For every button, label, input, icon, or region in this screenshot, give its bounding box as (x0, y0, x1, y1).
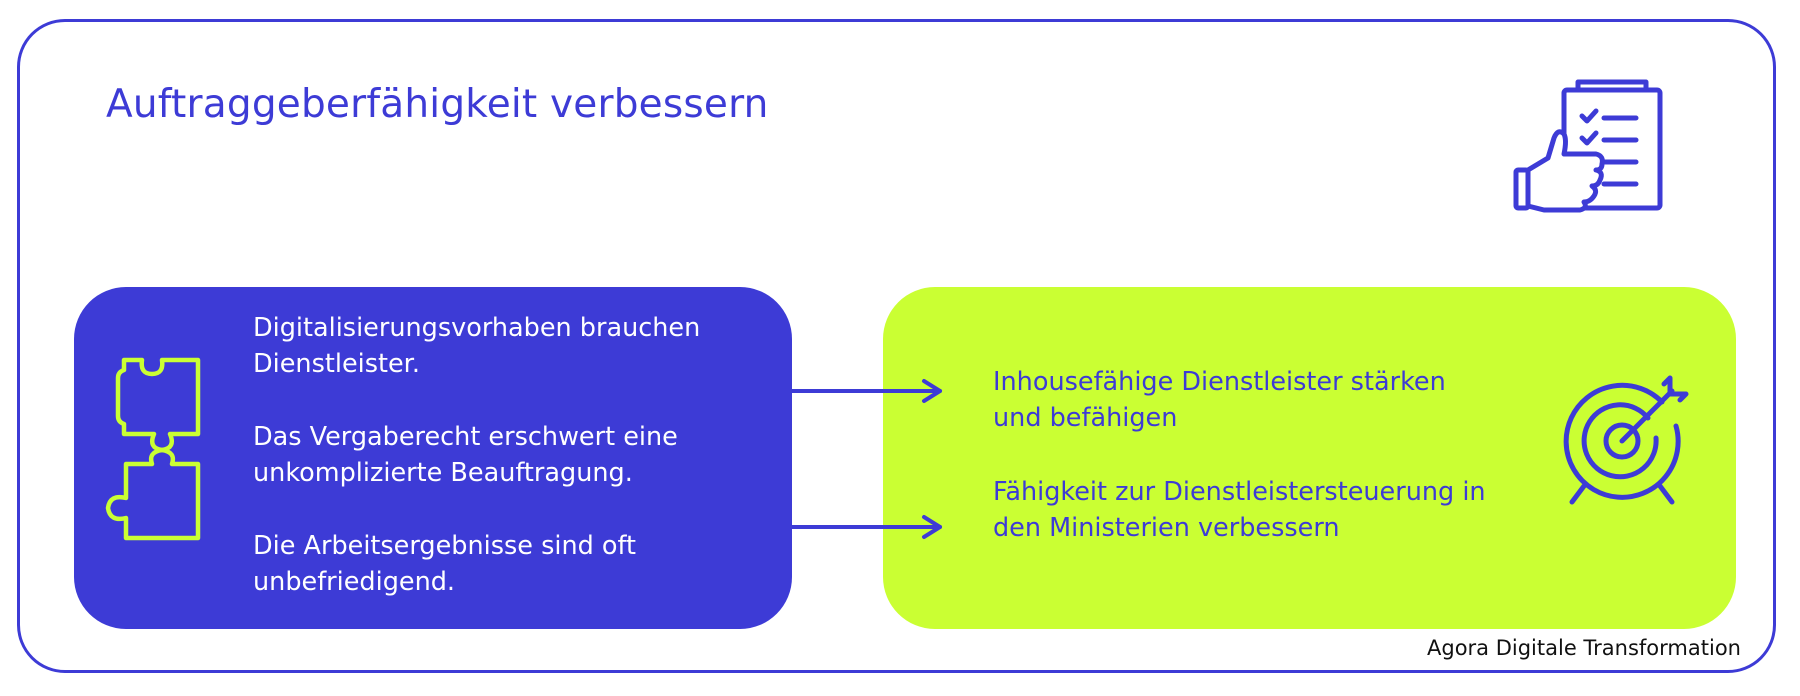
problem-line: Die Arbeitsergebnisse sind oft (253, 531, 637, 561)
problem-line: unkomplizierte Beauftragung. (253, 458, 633, 488)
target-arrow-icon (1563, 375, 1689, 505)
problem-panel (74, 287, 792, 629)
problem-item: Das Vergaberecht erschwert eine unkompli… (253, 419, 773, 491)
solution-line: Fähigkeit zur Dienstleistersteuerung in (993, 477, 1486, 507)
clipboard-checklist-thumbs-up-icon (1513, 79, 1663, 213)
page-title: Auftraggeberfähigkeit verbessern (106, 82, 769, 127)
arrow-right-icon (792, 515, 942, 539)
problem-line: unbefriedigend. (253, 567, 456, 597)
solution-item: Inhousefähige Dienstleister stärken und … (993, 364, 1513, 436)
problem-line: Dienstleister. (253, 349, 420, 379)
solution-line: den Ministerien verbessern (993, 513, 1340, 543)
problem-item: Digitalisierungsvorhaben brauchen Dienst… (253, 310, 773, 382)
solution-list: Inhousefähige Dienstleister stärken und … (993, 364, 1513, 584)
problem-line: Das Vergaberecht erschwert eine (253, 422, 678, 452)
solution-item: Fähigkeit zur Dienstleistersteuerung in … (993, 474, 1513, 546)
solution-line: und befähigen (993, 403, 1178, 433)
solution-panel (883, 287, 1736, 629)
problem-item: Die Arbeitsergebnisse sind oft unbefried… (253, 528, 773, 600)
brand-logo-text: Agora Digitale Transformation (1427, 636, 1741, 660)
puzzle-pieces-icon (105, 357, 201, 541)
solution-line: Inhousefähige Dienstleister stärken (993, 367, 1446, 397)
problem-line: Digitalisierungsvorhaben brauchen (253, 313, 701, 343)
problem-list: Digitalisierungsvorhaben brauchen Dienst… (253, 310, 773, 637)
slide-frame (17, 19, 1776, 673)
arrow-right-icon (792, 379, 942, 403)
